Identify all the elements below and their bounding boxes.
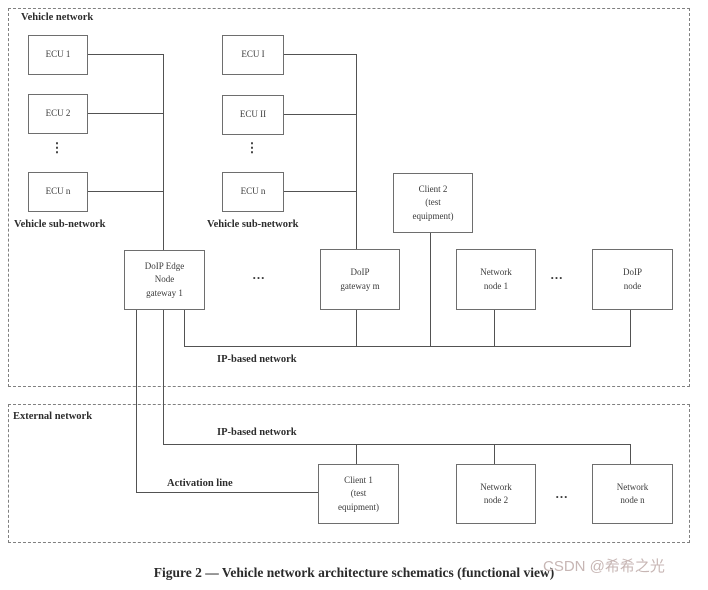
connector-ecun2-collector bbox=[282, 191, 357, 192]
client-2-node: Client 2 (test equipment) bbox=[393, 173, 473, 233]
vehicle-ip-bus bbox=[184, 346, 631, 347]
client2-bus-drop bbox=[430, 231, 431, 346]
external-ip-bus bbox=[163, 444, 631, 445]
activation-line bbox=[136, 492, 318, 493]
client1-bus-drop bbox=[356, 444, 357, 464]
vehicle-sub-network-2-label: Vehicle sub-network bbox=[207, 219, 299, 230]
vehicle-network-label: Vehicle network bbox=[21, 12, 94, 23]
gateway-row-ellipsis: ... bbox=[252, 267, 266, 282]
connector-ecu2-collector bbox=[86, 113, 164, 114]
node-row-ellipsis: ... bbox=[550, 267, 564, 282]
external-node-row-ellipsis: ... bbox=[555, 486, 569, 501]
csdn-watermark: CSDN @希希之光 bbox=[543, 558, 665, 575]
ecu-column2-ellipsis: ⋮ bbox=[245, 140, 259, 155]
external-ip-bus-label: IP-based network bbox=[217, 427, 297, 438]
figure-caption: Figure 2 — Vehicle network architecture … bbox=[153, 565, 555, 580]
external-network-label: External network bbox=[13, 411, 93, 422]
connector-ecui-collector bbox=[282, 54, 357, 55]
ecu-i-node: ECU I bbox=[222, 35, 284, 75]
ecu-1-node: ECU 1 bbox=[28, 35, 88, 75]
ecu-n-node-col2: ECU n bbox=[222, 172, 284, 212]
vehicle-sub-network-1-label: Vehicle sub-network bbox=[14, 219, 106, 230]
doip-gateway-m-node: DoIP gateway m bbox=[320, 249, 400, 310]
doip-node-bus-drop bbox=[630, 308, 631, 346]
network-node-2-node: Network node 2 bbox=[456, 464, 536, 524]
doip-node-node: DoIP node bbox=[592, 249, 673, 310]
client-1-node: Client 1 (test equipment) bbox=[318, 464, 399, 524]
network-node-n-node: Network node n bbox=[592, 464, 673, 524]
vehicle-network-boundary bbox=[8, 8, 690, 387]
edge-gateway-vehicle-bus-drop bbox=[184, 308, 185, 347]
network-noden-bus-drop bbox=[630, 444, 631, 464]
external-network-boundary bbox=[8, 404, 690, 543]
ecu-column1-ellipsis: ⋮ bbox=[50, 140, 64, 155]
network-node1-bus-drop bbox=[494, 308, 495, 346]
activation-line-label: Activation line bbox=[167, 478, 233, 489]
ecu-2-node: ECU 2 bbox=[28, 94, 88, 134]
vehicle-ip-bus-label: IP-based network bbox=[217, 354, 297, 365]
ecu-n-node-col1: ECU n bbox=[28, 172, 88, 212]
collector-line-subnetwork1 bbox=[163, 54, 164, 250]
connector-ecun1-collector bbox=[86, 191, 164, 192]
gateway-m-bus-drop bbox=[356, 308, 357, 346]
ecu-ii-node: ECU II bbox=[222, 95, 284, 135]
edge-gateway-activation-drop bbox=[136, 308, 137, 493]
doip-edge-gateway-1-node: DoIP Edge Node gateway 1 bbox=[124, 250, 205, 310]
network-node2-bus-drop bbox=[494, 444, 495, 464]
collector-line-subnetwork2 bbox=[356, 54, 357, 249]
edge-gateway-external-bus-drop bbox=[163, 308, 164, 444]
network-node-1-node: Network node 1 bbox=[456, 249, 536, 310]
connector-ecuii-collector bbox=[282, 114, 357, 115]
connector-ecu1-collector bbox=[86, 54, 164, 55]
